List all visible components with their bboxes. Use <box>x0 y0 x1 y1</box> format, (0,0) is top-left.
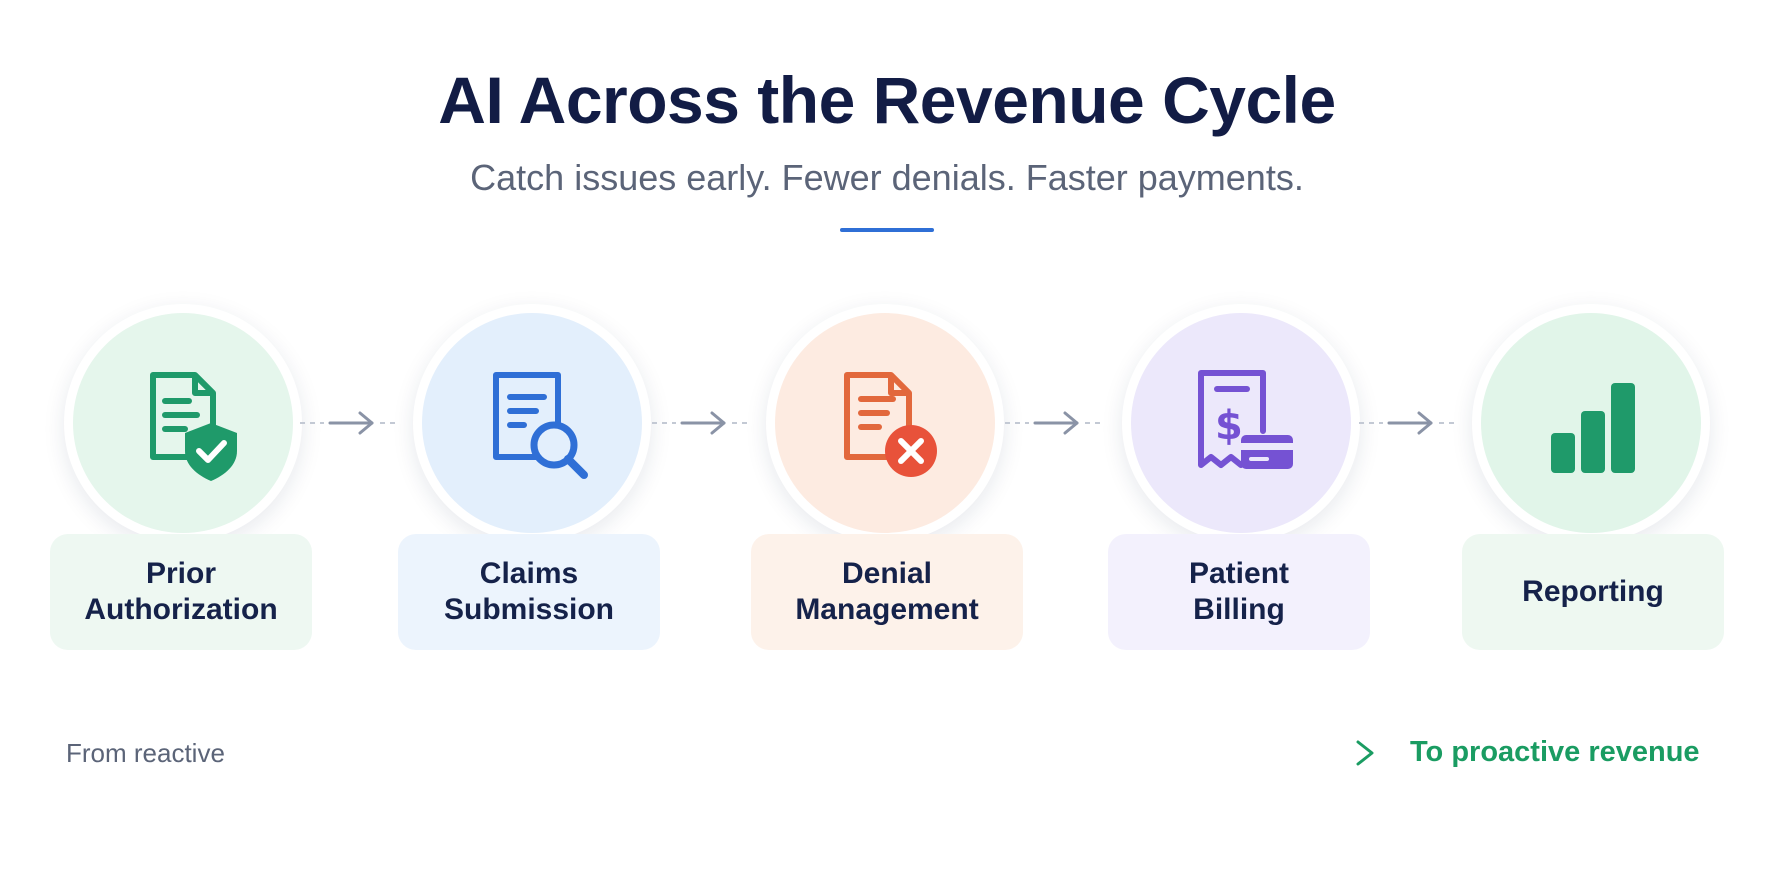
page-title: AI Across the Revenue Cycle <box>438 63 1336 137</box>
step-label-line2: Billing <box>1193 593 1285 626</box>
step-prior-authorization-card: Prior Authorization <box>50 534 312 650</box>
step-claims-submission-circle <box>413 304 651 542</box>
to-proactive-label: To proactive revenue <box>1410 736 1700 768</box>
step-label-line1: Patient <box>1188 557 1290 590</box>
flow-arrow-icon <box>1005 411 1103 435</box>
step-claims-submission-card: Claims Submission <box>398 534 660 650</box>
bar-chart-icon <box>1551 383 1635 473</box>
document-x-icon <box>844 372 937 477</box>
step-label-line1: Reporting <box>1522 575 1664 608</box>
flow-arrow-icon <box>300 411 398 435</box>
document-magnifier-icon <box>493 372 588 479</box>
flow-arrow-icon <box>652 411 750 435</box>
step-label-line2: Submission <box>443 593 615 626</box>
flow-arrow-icon <box>1359 411 1457 435</box>
svg-text:$: $ <box>1215 403 1243 449</box>
step-patient-billing-card: Patient Billing <box>1108 534 1370 650</box>
step-denial-management-card: Denial Management <box>751 534 1023 650</box>
step-label-line1: Claims <box>479 557 579 590</box>
page-subtitle: Catch issues early. Fewer denials. Faste… <box>470 157 1304 198</box>
receipt-card-icon: $ <box>1198 370 1293 469</box>
step-label-line2: Authorization <box>84 593 278 626</box>
step-label-line2: Management <box>795 593 979 626</box>
from-reactive-label: From reactive <box>66 738 225 768</box>
step-label-line1: Prior <box>145 557 217 590</box>
progress-arrow-icon <box>258 740 1374 766</box>
step-prior-authorization-circle <box>64 304 302 542</box>
title-divider <box>840 228 934 232</box>
step-patient-billing-circle: $ <box>1122 304 1360 542</box>
step-reporting-circle <box>1472 304 1710 542</box>
document-shield-check-icon <box>150 372 237 481</box>
step-denial-management-circle <box>766 304 1004 542</box>
step-reporting-card: Reporting <box>1462 534 1724 650</box>
step-label-line1: Denial <box>841 557 933 590</box>
